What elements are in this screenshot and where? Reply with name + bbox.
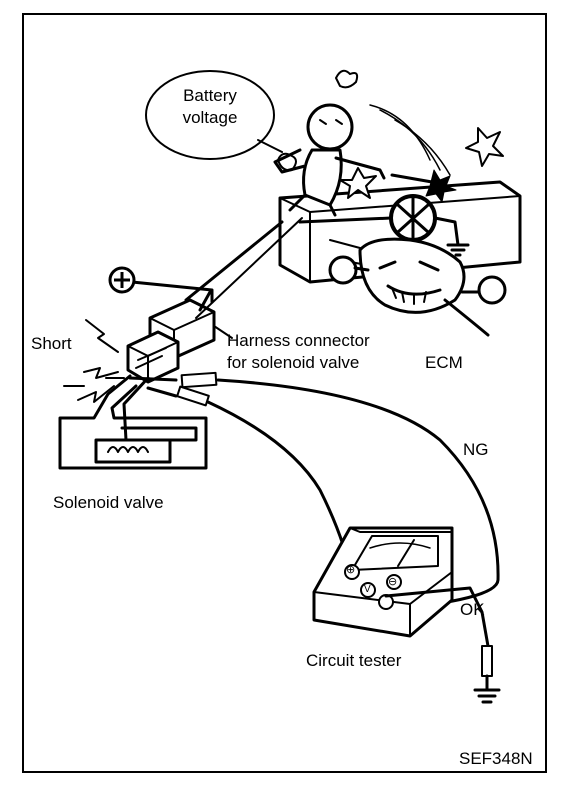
speech-line-2: voltage	[182, 108, 238, 127]
plus-terminal-icon	[108, 266, 136, 294]
tester-label: Circuit tester	[306, 651, 402, 670]
ng-label: NG	[463, 440, 489, 459]
circuit-tester	[312, 526, 490, 648]
short-label: Short	[31, 334, 72, 353]
puff-icon	[277, 69, 359, 172]
tester-negative-terminal: ⊖	[388, 576, 398, 588]
solenoid-valve	[58, 374, 208, 470]
battery-character	[273, 103, 451, 217]
speech-bubble	[145, 70, 283, 160]
harness-label-line-1: Harness connector	[227, 331, 370, 350]
ok-label: OK	[460, 600, 485, 619]
ground-probe	[481, 645, 493, 692]
lightning-icon	[63, 319, 125, 403]
ecm-character	[328, 237, 507, 337]
speech-line-1: Battery	[183, 86, 237, 105]
ecm-label: ECM	[425, 353, 463, 372]
harness-label-line-2: for solenoid valve	[227, 353, 360, 372]
star-icon	[465, 127, 504, 167]
ground-icon	[473, 688, 501, 704]
figure-code: SEF348N	[459, 749, 533, 768]
harness-connector	[126, 298, 216, 384]
tester-positive-terminal: ⊕	[346, 564, 356, 576]
solenoid-label: Solenoid valve	[53, 493, 164, 512]
tester-voltage-terminal: V	[364, 584, 371, 595]
star-icon	[425, 169, 457, 203]
